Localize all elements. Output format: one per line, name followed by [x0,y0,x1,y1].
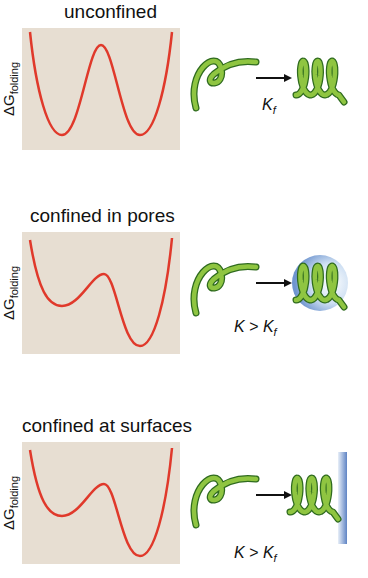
protein-outline [194,61,256,108]
protein-chain [296,266,344,307]
panel-title-text: unconfined [64,1,157,22]
protein-chain [194,266,256,313]
axis-label: ΔGfolding [0,266,20,320]
rate-text: K > K [234,544,274,561]
energy-curve [30,448,172,556]
axis-label-sub: folding [8,476,20,508]
protein-drawings [194,61,344,525]
axis-label: ΔGfolding [0,476,20,530]
protein-outline [296,61,344,102]
protein-chain [194,61,256,108]
protein-outline [194,478,256,525]
plot-area [22,442,180,564]
rate-sub: f [274,326,277,338]
panel-title: confined in pores [30,205,175,227]
axis-label-text: ΔG [0,298,17,320]
energy-curve [30,32,172,135]
axis-label-text: ΔG [0,94,17,116]
axis-label-text: ΔG [0,508,17,530]
protein-chain [296,61,344,102]
rate-text: K [262,96,273,113]
protein-outline [194,266,256,313]
reaction-arrow [256,282,290,284]
axis-label: ΔGfolding [0,62,20,116]
panel-title-text: confined in pores [30,205,175,226]
rate-sub: f [273,104,276,116]
protein-chain [290,478,338,519]
pore-sphere [292,255,348,311]
reaction-arrow [256,77,290,79]
plot-area [22,232,180,354]
rate-label: K > Kf [234,318,277,338]
rate-label: K > Kf [234,544,277,564]
energy-curve [30,238,172,346]
panel-title-text: confined at surfaces [22,415,192,436]
panel-title: unconfined [64,1,157,23]
rate-sub: f [274,552,277,564]
rate-label: Kf [262,96,276,116]
axis-label-sub: folding [8,62,20,94]
axis-label-sub: folding [8,266,20,298]
plot-area [22,28,180,150]
protein-chain [194,478,256,525]
panel-title: confined at surfaces [22,415,192,437]
protein-outline [296,266,344,307]
rate-text: K > K [234,318,274,335]
reaction-arrow [256,494,290,496]
protein-outline [290,478,338,519]
surface-wall [338,452,347,544]
